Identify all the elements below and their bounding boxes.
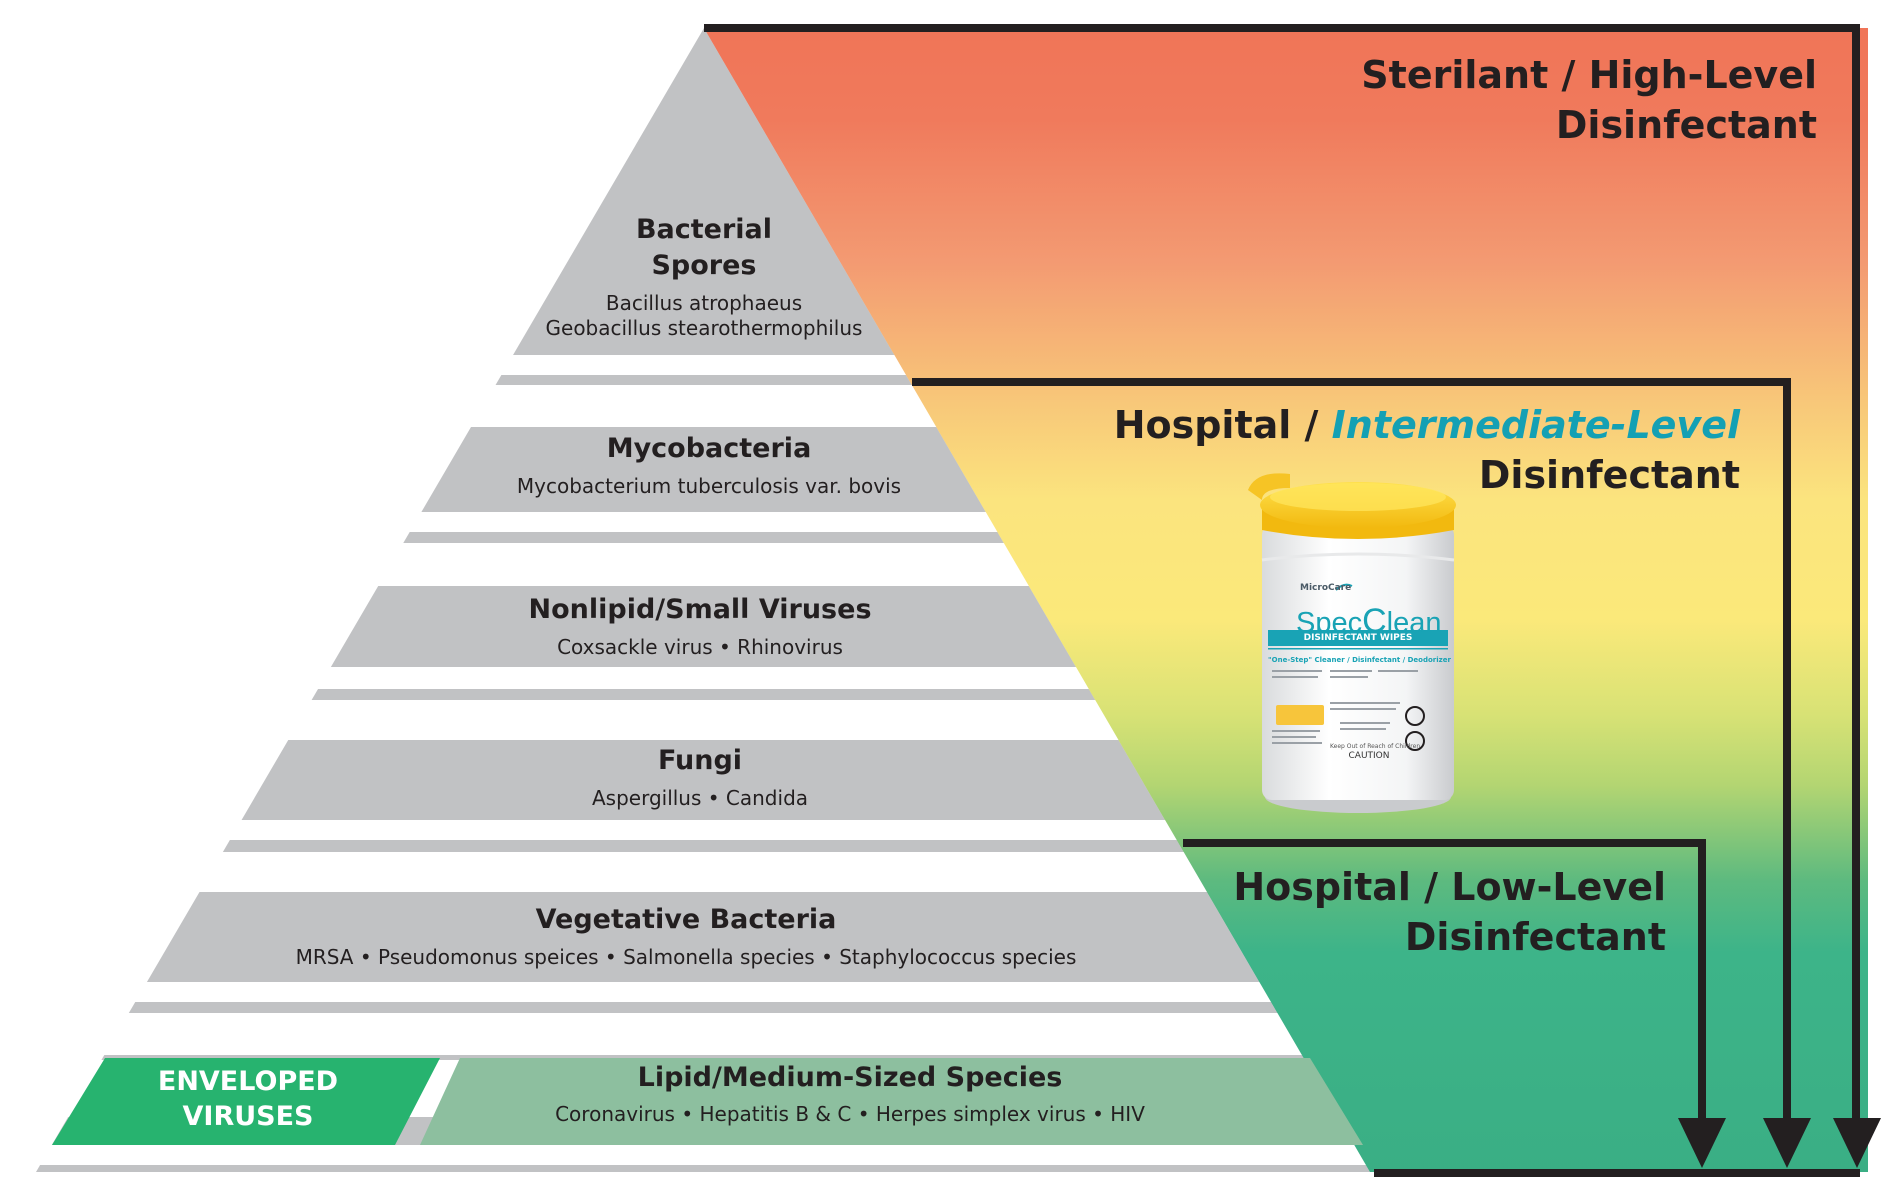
product-name: SpecClean: [1296, 602, 1442, 640]
product-canister: [1248, 473, 1456, 813]
level-line: Disinfectant: [1404, 915, 1666, 959]
tier-lipid-medium-sized: Lipid/Medium-Sized Species Coronavirus •…: [450, 1060, 1250, 1127]
tier-examples: Coronavirus • Hepatitis B & C • Herpes s…: [555, 1102, 1145, 1126]
level-line: Disinfectant: [1555, 103, 1817, 147]
tier-title: Nonlipid/Small Viruses: [528, 594, 872, 625]
tier-title: Lipid/Medium-Sized Species: [637, 1062, 1063, 1093]
product-band: DISINFECTANT WIPES: [1303, 633, 1413, 643]
arrow-heads: [1678, 1118, 1881, 1168]
level-prefix: Hospital /: [1113, 403, 1332, 447]
tier-examples: Aspergillus • Candida: [591, 786, 809, 810]
product-tagline: "One-Step" Cleaner / Disinfectant / Deod…: [1268, 656, 1451, 664]
tier-examples: MRSA • Pseudomonus speices • Salmonella …: [295, 945, 1077, 969]
enveloped-viruses-badge: [52, 1058, 440, 1145]
level-line: Sterilant / High-Level: [1361, 53, 1817, 97]
lipid-band: [420, 1058, 1363, 1145]
level-low: Hospital / Low-Level Disinfectant: [1233, 862, 1666, 962]
enveloped-line: ENVELOPED: [157, 1066, 339, 1097]
tier-examples: Coxsackle virus • Rhinovirus: [557, 635, 843, 659]
tier-examples: Geobacillus stearothermophilus: [545, 316, 863, 340]
tier-mycobacteria: Mycobacteria Mycobacterium tuberculosis …: [409, 431, 1009, 499]
tier-fungi: Fungi Aspergillus • Candida: [400, 743, 1000, 811]
level-intermediate: Hospital / Intermediate-Level Disinfecta…: [1114, 400, 1740, 500]
tier-title: Bacterial: [635, 214, 773, 245]
level-sterilant-high: Sterilant / High-Level Disinfectant: [1361, 50, 1817, 150]
enveloped-viruses-label: ENVELOPED VIRUSES: [108, 1064, 388, 1134]
product-name-c: C: [1362, 602, 1387, 640]
level-frame: [704, 24, 1860, 1177]
level-line: Hospital / Intermediate-Level: [1114, 400, 1740, 450]
product-name-part-b: lean: [1386, 607, 1442, 639]
tier-vegetative-bacteria: Vegetative Bacteria MRSA • Pseudomonus s…: [236, 902, 1136, 970]
level-line: Hospital / Low-Level: [1233, 865, 1666, 909]
product-reach: Keep Out of Reach of Children: [1330, 743, 1421, 750]
product-caution: CAUTION: [1348, 751, 1390, 761]
product-brand: MicroCare: [1300, 583, 1352, 593]
tier-title: Fungi: [657, 745, 743, 776]
product-name-part-a: Spec: [1296, 607, 1363, 639]
tier-examples: Mycobacterium tuberculosis var. bovis: [516, 474, 902, 498]
tier-title: Vegetative Bacteria: [535, 904, 837, 935]
level-emphasis: Intermediate-Level: [1331, 403, 1740, 447]
tier-title: Spores: [651, 250, 757, 281]
tier-examples: Bacillus atrophaeus: [605, 291, 803, 315]
level-line: Disinfectant: [1478, 453, 1740, 497]
tier-title: Mycobacteria: [606, 433, 812, 464]
tier-bacterial-spores: Bacterial Spores Bacillus atrophaeus Geo…: [504, 212, 904, 341]
enveloped-line: VIRUSES: [182, 1101, 314, 1132]
tier-nonlipid-small-viruses: Nonlipid/Small Viruses Coxsackle virus •…: [400, 592, 1000, 660]
